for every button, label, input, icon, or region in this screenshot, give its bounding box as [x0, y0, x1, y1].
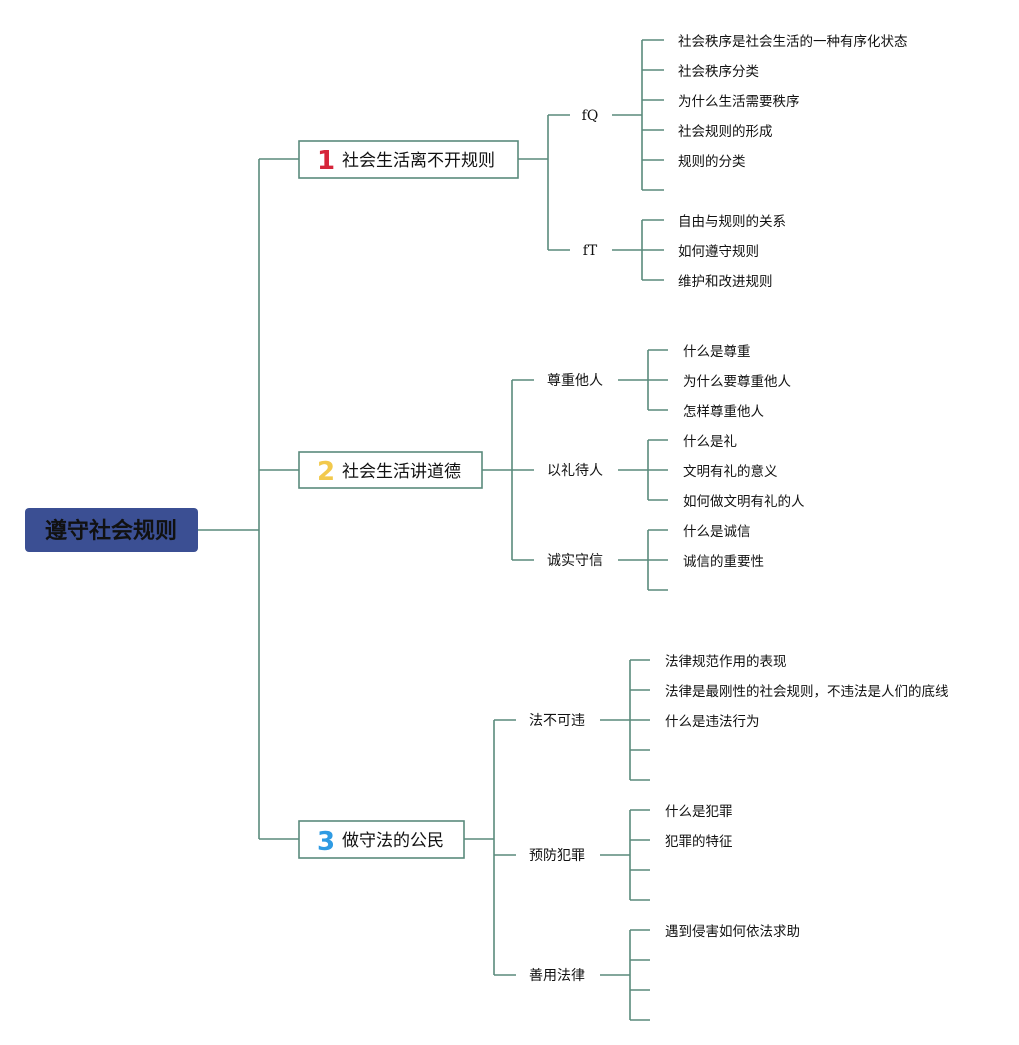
leaf-2-3-1[interactable]: 什么是诚信 [683, 524, 751, 540]
leaf-1-1-5[interactable]: 规则的分类 [678, 154, 746, 170]
branch-3-number: 3 [317, 827, 335, 857]
branch-1-label: 社会生活离不开规则 [342, 151, 495, 171]
subtopic-1-1[interactable]: fQ [582, 108, 599, 124]
root-label: 遵守社会规则 [45, 518, 177, 544]
leaf-2-1-3[interactable]: 怎样尊重他人 [683, 404, 764, 420]
connector-lines [198, 39, 668, 1021]
branch-3-node[interactable]: 3 做守法的公民 [298, 820, 465, 859]
leaf-3-3-1[interactable]: 遇到侵害如何依法求助 [665, 923, 800, 940]
subtopic-3-3[interactable]: 善用法律 [529, 968, 585, 984]
branch-1-number: 1 [317, 146, 335, 176]
leaf-3-2-1[interactable]: 什么是犯罪 [665, 804, 733, 820]
leaf-2-2-3[interactable]: 如何做文明有礼的人 [683, 494, 805, 510]
root-node-box [25, 508, 198, 552]
branch-2-box [298, 451, 483, 489]
leaf-1-1-2[interactable]: 社会秩序分类 [678, 64, 759, 80]
subtopic-3-1[interactable]: 法不可违 [529, 713, 585, 729]
root-node[interactable]: 遵守社会规则 [25, 508, 198, 552]
leaf-1-2-3[interactable]: 维护和改进规则 [678, 274, 773, 290]
leaf-3-2-2[interactable]: 犯罪的特征 [665, 834, 733, 850]
leaf-2-2-2[interactable]: 文明有礼的意义 [683, 463, 778, 480]
branch-2-node[interactable]: 2 社会生活讲道德 [298, 451, 483, 489]
branch-1-node[interactable]: 1 社会生活离不开规则 [298, 140, 519, 179]
subtopic-2-2[interactable]: 以礼待人 [547, 463, 603, 479]
leaf-2-2-1[interactable]: 什么是礼 [683, 434, 737, 450]
leaf-1-1-1[interactable]: 社会秩序是社会生活的一种有序化状态 [678, 34, 908, 50]
branch-3-box [298, 820, 465, 859]
leaf-1-1-3[interactable]: 为什么生活需要秩序 [678, 94, 800, 110]
subtopic-2-1[interactable]: 尊重他人 [547, 372, 603, 389]
leaf-2-1-1[interactable]: 什么是尊重 [683, 344, 751, 360]
branch-3-label: 做守法的公民 [342, 831, 444, 851]
subtopic-2-3[interactable]: 诚实守信 [547, 553, 603, 569]
leaf-2-1-2[interactable]: 为什么要尊重他人 [683, 374, 791, 390]
branch-2-number: 2 [317, 457, 335, 487]
subtopic-3-2[interactable]: 预防犯罪 [529, 848, 585, 864]
branch-1-box [298, 140, 519, 179]
leaf-1-2-1[interactable]: 自由与规则的关系 [678, 214, 786, 230]
branch-2-label: 社会生活讲道德 [342, 462, 461, 482]
leaf-3-1-1[interactable]: 法律规范作用的表现 [665, 654, 787, 670]
leaf-2-3-2[interactable]: 诚信的重要性 [683, 554, 764, 570]
leaf-3-1-3[interactable]: 什么是违法行为 [665, 714, 760, 730]
leaf-1-1-4[interactable]: 社会规则的形成 [678, 124, 773, 140]
leaf-3-1-2[interactable]: 法律是最刚性的社会规则，不违法是人们的底线 [665, 684, 949, 700]
leaf-1-2-2[interactable]: 如何遵守规则 [678, 243, 759, 260]
subtopic-1-2[interactable]: fT [583, 243, 598, 259]
